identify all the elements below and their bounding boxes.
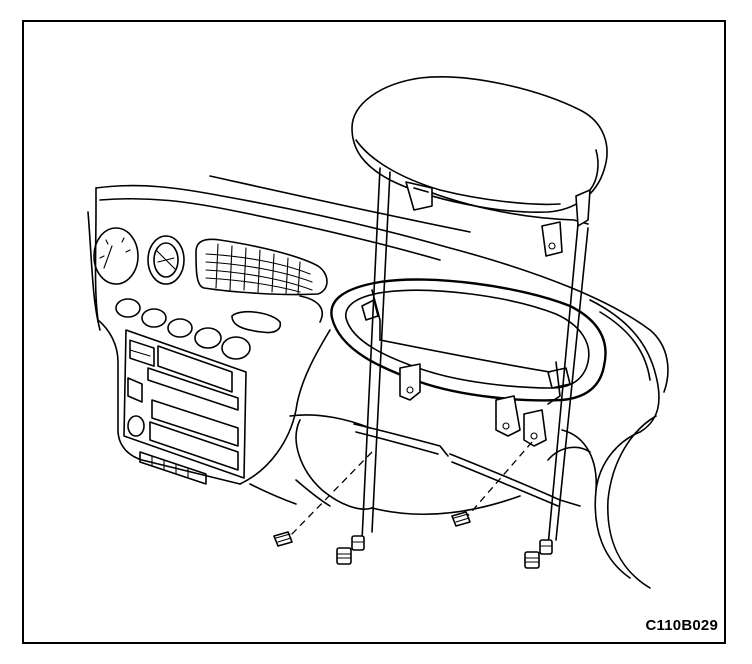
right-panel-edge (547, 299, 660, 589)
bolt-icon (336, 547, 352, 565)
figure-code: C110B029 (645, 617, 718, 634)
bolt-icon (451, 511, 471, 527)
bolt-icon (273, 531, 293, 547)
mounting-brackets (399, 363, 547, 447)
figure-frame (22, 20, 726, 644)
lower-support-rail (353, 423, 581, 515)
glove-box-door (351, 76, 608, 257)
gauge-cluster (93, 227, 185, 285)
center-stack (123, 329, 247, 485)
alignment-lines (289, 167, 589, 547)
glove-box-opening (330, 278, 607, 405)
fasteners (273, 511, 553, 569)
control-knobs (115, 298, 282, 360)
center-air-vent (195, 238, 328, 296)
bolt-icon (524, 551, 540, 569)
bolt-icon (539, 539, 553, 555)
bolt-icon (351, 535, 365, 551)
